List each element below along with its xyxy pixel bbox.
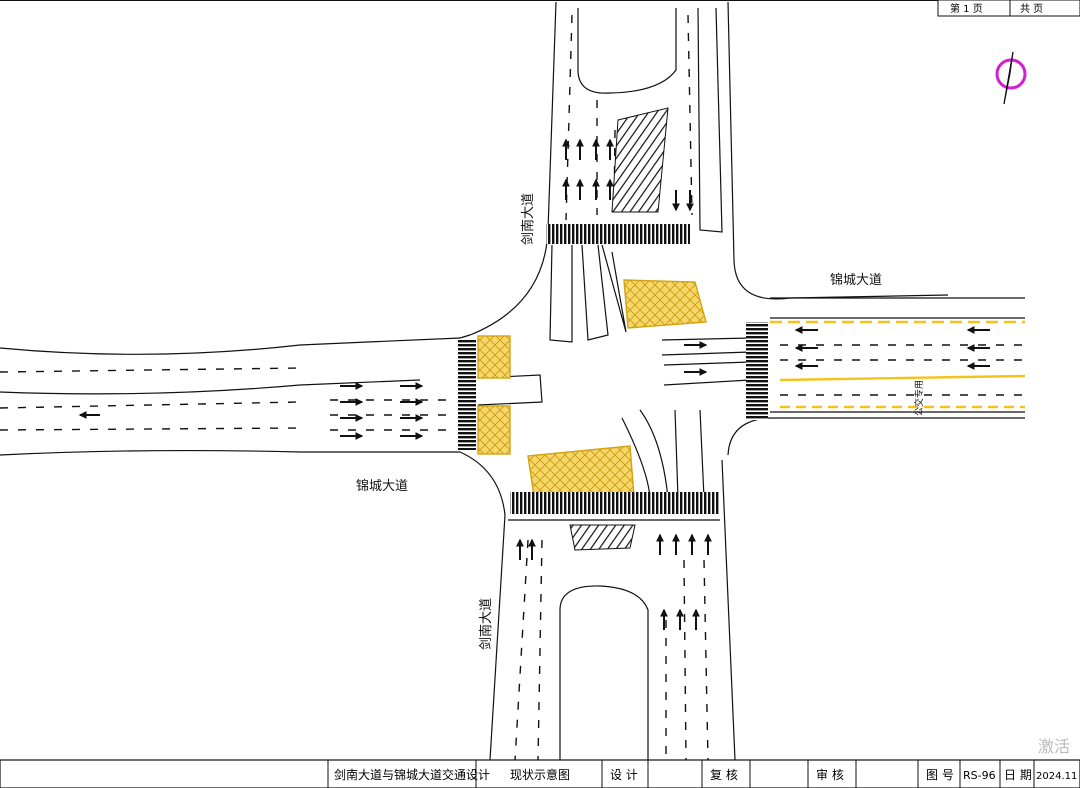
page-box: 第 1 页 共 页: [937, 0, 1080, 17]
road-label-north: 剑南大道: [520, 193, 536, 245]
yellow-lines: [770, 320, 1026, 409]
drawing-no-label: 图 号: [926, 768, 954, 782]
page-total: 共 页: [1020, 3, 1043, 15]
lane-arrows: [78, 138, 990, 630]
page-number: 第 1 页: [950, 2, 983, 15]
design-label: 设 计: [610, 768, 638, 782]
north-arrow-icon: [995, 51, 1027, 105]
date-label: 日 期: [1004, 768, 1032, 782]
drawing-no: RS-96: [963, 769, 996, 782]
drawing-name: 现状示意图: [510, 767, 570, 782]
watermark: 激活: [1038, 737, 1070, 756]
road-label-west: 锦城大道: [356, 479, 408, 494]
lane-dashes: [0, 14, 1025, 761]
date-value: 2024.11: [1036, 771, 1077, 782]
hatched-islands: [569, 107, 669, 551]
approve-label: 审 核: [816, 767, 844, 782]
bus-lane-marking: 公交专用: [913, 380, 925, 416]
road-label-east: 锦城大道: [830, 273, 882, 288]
keep-clear-areas: [477, 279, 707, 497]
review-label: 复 核: [710, 768, 738, 782]
road-label-south: 剑南大道: [478, 598, 494, 650]
title-block: 剑南大道与锦城大道交通设计 现状示意图 设 计 复 核 审 核 图 号 RS-9…: [0, 759, 1080, 788]
crosswalks: [458, 224, 768, 514]
road-edges: [0, 1, 1025, 761]
project-title: 剑南大道与锦城大道交通设计: [334, 767, 490, 782]
